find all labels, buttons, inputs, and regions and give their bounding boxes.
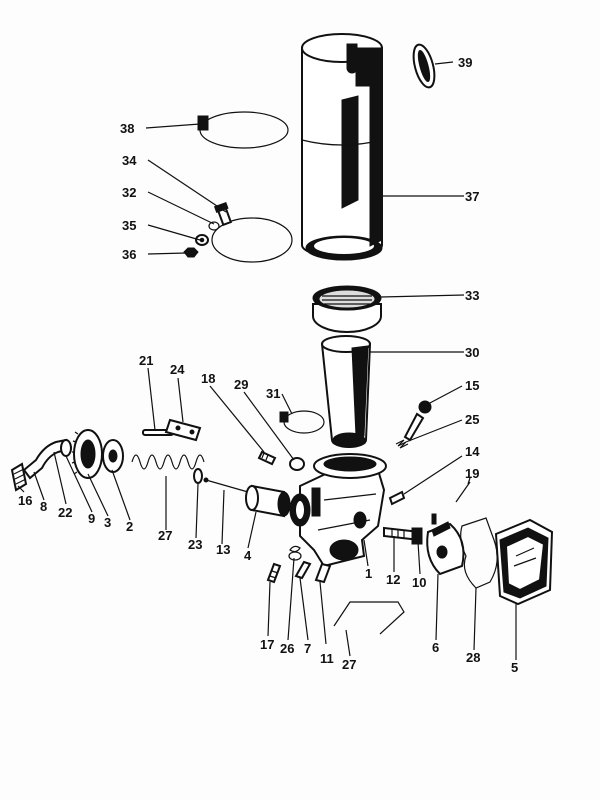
part-screw-34 bbox=[213, 201, 233, 227]
label-28: 29 bbox=[234, 377, 248, 392]
label-27: 27 bbox=[342, 657, 356, 672]
label-15: 15 bbox=[465, 378, 479, 393]
part-gasket-ring bbox=[211, 217, 293, 263]
part-washer-35 bbox=[195, 234, 209, 246]
part-adjuster-screw bbox=[257, 450, 277, 466]
part-carburettor-body bbox=[289, 453, 387, 568]
part-banjo-bolt bbox=[10, 462, 28, 492]
part-jet-needle bbox=[203, 477, 249, 493]
part-main-jet bbox=[388, 490, 406, 506]
part-union-nut bbox=[71, 429, 103, 479]
label-23: 24 bbox=[170, 362, 185, 377]
label-1: 1 bbox=[365, 566, 372, 581]
label-6: 6 bbox=[432, 640, 439, 655]
label-18: 18 bbox=[201, 371, 215, 386]
part-washer-28 bbox=[289, 457, 305, 471]
label-29: 28 bbox=[466, 650, 480, 665]
label-2: 2 bbox=[126, 519, 133, 534]
part-float-needle bbox=[411, 527, 423, 545]
label-33: 32 bbox=[122, 185, 136, 200]
label-11: 11 bbox=[320, 651, 334, 666]
part-bracket bbox=[164, 418, 202, 442]
label-36: 36 bbox=[122, 247, 136, 262]
label-14: 14 bbox=[465, 444, 480, 459]
part-throttle-spring bbox=[131, 454, 205, 470]
part-screw-7 bbox=[294, 560, 312, 580]
part-clamp-band bbox=[197, 111, 289, 149]
part-air-filter bbox=[312, 285, 382, 333]
part-pin-19 bbox=[455, 481, 471, 503]
label-26: 27 bbox=[158, 528, 172, 543]
part-washer-2 bbox=[102, 439, 124, 473]
label-12: 12 bbox=[386, 572, 400, 587]
part-intake-funnel bbox=[320, 335, 372, 448]
label-10: 10 bbox=[412, 575, 426, 590]
label-38: 38 bbox=[120, 121, 134, 136]
label-25: 26 bbox=[280, 641, 294, 656]
part-intake-tube bbox=[301, 33, 383, 261]
part-hose-clamp bbox=[279, 410, 325, 434]
label-35: 35 bbox=[122, 218, 136, 233]
label-34: 34 bbox=[122, 153, 137, 168]
label-37: 37 bbox=[465, 189, 479, 204]
part-washer-22 bbox=[193, 468, 203, 484]
label-20: 21 bbox=[139, 353, 153, 368]
label-4: 4 bbox=[244, 548, 252, 563]
part-float bbox=[426, 513, 465, 576]
label-9: 9 bbox=[88, 511, 95, 526]
label-30: 30 bbox=[465, 345, 479, 360]
part-spring-24 bbox=[395, 439, 409, 449]
leader-lines bbox=[17, 61, 517, 660]
part-gasket bbox=[460, 517, 498, 589]
label-5: 5 bbox=[511, 660, 518, 675]
part-spring-25 bbox=[288, 545, 302, 561]
label-39: 39 bbox=[458, 55, 472, 70]
callout-labels: 39 38 34 32 35 36 37 33 30 31 21 24 18 2… bbox=[18, 55, 518, 675]
label-13: 13 bbox=[216, 542, 230, 557]
label-24: 25 bbox=[465, 412, 479, 427]
label-19: 19 bbox=[465, 466, 479, 481]
part-o-ring-33 bbox=[208, 221, 220, 231]
label-31: 31 bbox=[266, 386, 280, 401]
part-float-bowl bbox=[494, 518, 554, 606]
part-clip bbox=[333, 601, 405, 635]
part-fuel-pipe bbox=[22, 438, 67, 480]
label-3: 3 bbox=[104, 515, 111, 530]
label-16: 16 bbox=[18, 493, 32, 508]
part-ring-9 bbox=[60, 439, 72, 457]
label-21: 22 bbox=[58, 505, 72, 520]
part-screw-11 bbox=[314, 562, 332, 584]
part-throttle-slide bbox=[245, 484, 291, 518]
label-7: 7 bbox=[304, 641, 311, 656]
label-8: 8 bbox=[40, 499, 47, 514]
part-nut-36 bbox=[183, 247, 199, 258]
part-idle-screw bbox=[266, 562, 282, 584]
label-32: 33 bbox=[465, 288, 479, 303]
label-17: 17 bbox=[260, 637, 274, 652]
label-22: 23 bbox=[188, 537, 202, 552]
part-grommet bbox=[412, 43, 436, 89]
